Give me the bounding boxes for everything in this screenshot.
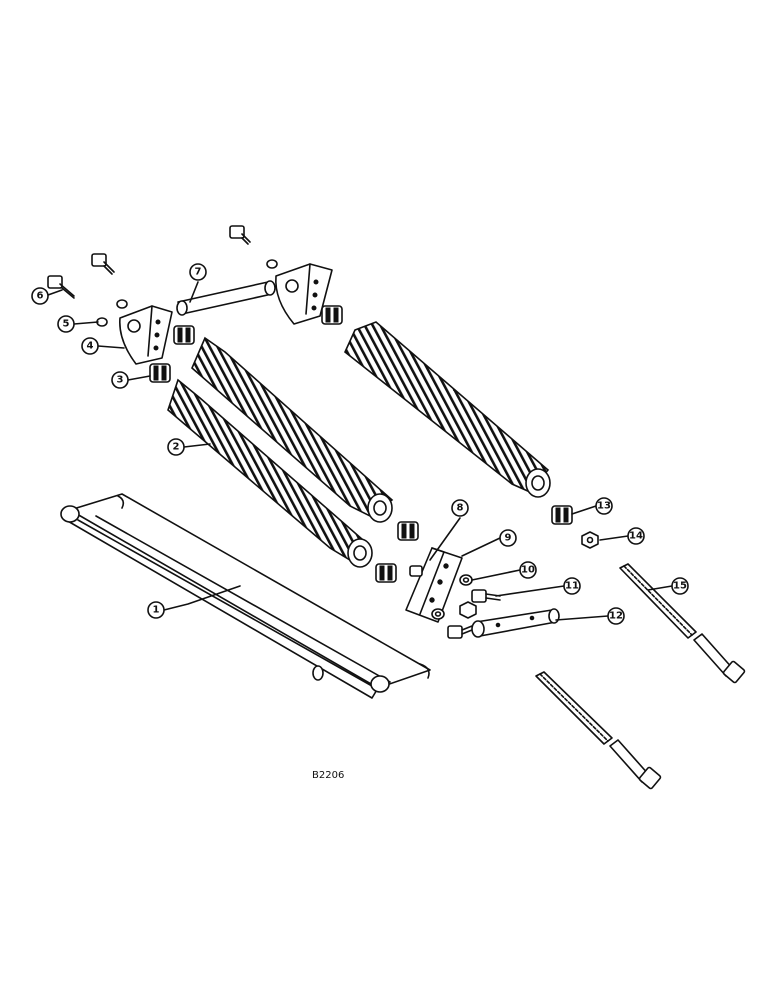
callout-13: 13 <box>595 497 613 515</box>
washer-1 <box>459 574 473 586</box>
pin-lower <box>471 608 560 638</box>
callout-8-label: 8 <box>457 503 464 514</box>
spring-retainer-1 <box>149 363 171 383</box>
callout-11: 11 <box>563 577 581 595</box>
callout-5-label: 5 <box>63 319 70 330</box>
callout-15: 15 <box>671 577 689 595</box>
callout-11-label: 11 <box>565 581 579 592</box>
cap-screw-2 <box>91 253 115 275</box>
callout-4-label: 4 <box>87 341 94 352</box>
spring-retainer-5 <box>375 563 397 583</box>
pin-upper <box>176 280 276 316</box>
figure-id: B2206 <box>312 770 344 781</box>
callout-14-label: 14 <box>629 531 643 542</box>
callout-12-label: 12 <box>609 611 623 622</box>
callout-1-label: 1 <box>153 605 160 616</box>
cap-screw-1 <box>47 275 75 299</box>
spring-front <box>167 378 373 568</box>
spring-retainer-4 <box>397 521 419 541</box>
spring-rod-upper <box>619 563 746 684</box>
callout-7: 7 <box>189 263 207 281</box>
lower-bracket-plate <box>405 547 463 623</box>
mounting-bracket-left <box>119 305 173 365</box>
callout-5: 5 <box>57 315 75 333</box>
washer-2 <box>431 608 445 620</box>
callout-4: 4 <box>81 337 99 355</box>
callout-15-label: 15 <box>673 581 687 592</box>
callout-6-label: 6 <box>37 291 44 302</box>
callout-9: 9 <box>499 529 517 547</box>
spring-middle <box>191 336 394 523</box>
spring-retainer-2 <box>173 325 195 345</box>
lock-washer-2 <box>116 299 128 309</box>
callout-1: 1 <box>147 601 165 619</box>
channel-beam <box>60 493 431 699</box>
callout-14: 14 <box>627 527 645 545</box>
lock-washer-3 <box>266 259 278 269</box>
callout-2-label: 2 <box>173 442 180 453</box>
callout-2: 2 <box>167 438 185 456</box>
callout-6: 6 <box>31 287 49 305</box>
mounting-bracket-right <box>275 263 333 325</box>
callout-3: 3 <box>111 371 129 389</box>
cap-screw-3 <box>229 225 251 245</box>
nut-lower <box>459 601 477 619</box>
callout-13-label: 13 <box>597 501 611 512</box>
spring-retainer-3 <box>321 305 343 325</box>
callout-3-label: 3 <box>117 375 124 386</box>
leader-lines <box>47 281 673 621</box>
callout-10-label: 10 <box>521 565 535 576</box>
cap-screw-5 <box>447 625 473 639</box>
callout-7-label: 7 <box>195 267 202 278</box>
callout-10: 10 <box>519 561 537 579</box>
spring-rod-lower <box>535 671 662 790</box>
spring-rear <box>344 321 551 498</box>
cap-screw-4 <box>471 589 501 603</box>
callout-9-label: 9 <box>505 533 512 544</box>
spring-retainer-6 <box>551 505 573 525</box>
callout-12: 12 <box>607 607 625 625</box>
callout-8: 8 <box>451 499 469 517</box>
hex-nut <box>581 531 599 549</box>
